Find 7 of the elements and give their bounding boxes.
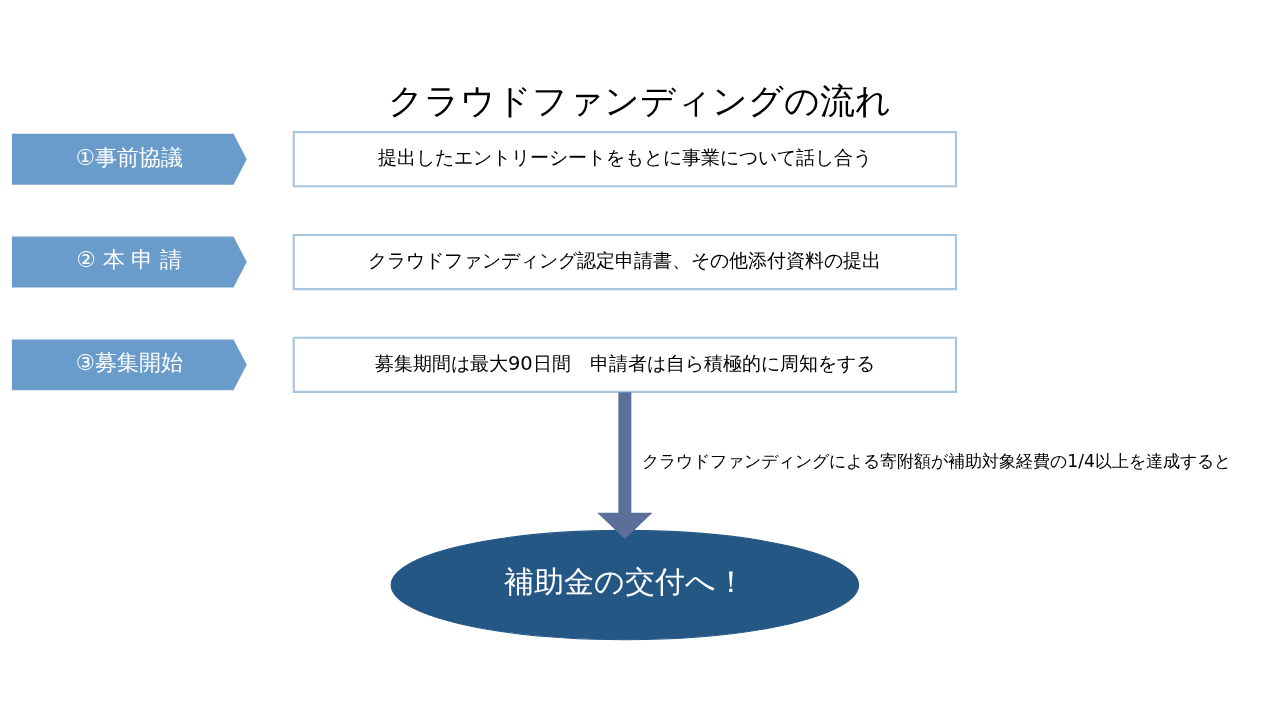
node-box: 提出したエントリーシートをもとに事業について話し合う [292,130,958,187]
diagram-title: クラウドファンディングの流れ [388,80,892,121]
node-box: 募集期間は最大90日間 申請者は自ら積極的に周知をする [292,336,958,393]
node-box: クラウドファンディング認定申請書、その他添付資料の提出 [292,233,958,290]
arrow [597,391,653,539]
edge-label: クラウドファンディングによる寄附額が補助対象経費の1/4以上を達成すると [642,450,1232,471]
node-ellipse: 補助金の交付へ！ [390,529,860,640]
